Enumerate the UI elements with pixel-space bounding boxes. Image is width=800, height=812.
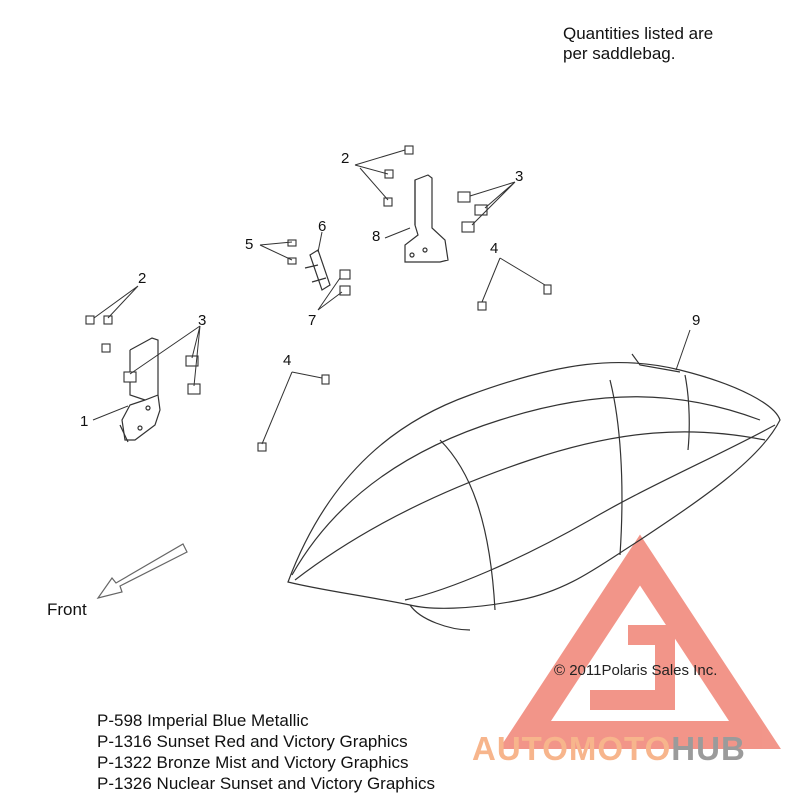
callout-9: 9 — [692, 312, 701, 329]
bracket-8 — [404, 174, 449, 263]
quantities-note: Quantities listed are per saddlebag. — [563, 24, 713, 64]
part-number-list: P-598 Imperial Blue Metallic P-1316 Suns… — [97, 710, 435, 794]
callout-5: 5 — [245, 236, 254, 253]
clip-6 — [304, 249, 331, 291]
callout-2-left: 2 — [138, 270, 147, 287]
leader-lines — [92, 149, 691, 445]
callout-4-right: 4 — [490, 240, 499, 257]
front-arrow-icon — [96, 543, 188, 599]
callout-2-top: 2 — [341, 150, 350, 167]
part-line: P-1316 Sunset Red and Victory Graphics — [97, 732, 408, 751]
callout-8: 8 — [372, 228, 381, 245]
part-line: P-598 Imperial Blue Metallic — [97, 711, 309, 730]
front-label: Front — [47, 600, 87, 619]
callout-3-top: 3 — [515, 168, 524, 185]
automotohub-logo-mark — [499, 534, 781, 749]
note-line-1: Quantities listed are — [563, 24, 714, 43]
watermark-text: AUTOMOTOHUB — [472, 730, 746, 768]
bracket-1 — [119, 337, 161, 443]
part-line: P-1322 Bronze Mist and Victory Graphics — [97, 753, 409, 772]
part-line: P-1326 Nuclear Sunset and Victory Graphi… — [97, 774, 435, 793]
callout-3-left: 3 — [198, 312, 207, 329]
copyright-text: © 2011Polaris Sales Inc. — [554, 662, 718, 679]
hardware — [85, 145, 552, 452]
callout-1: 1 — [80, 413, 89, 430]
saddlebag-shell — [287, 353, 781, 631]
callout-7: 7 — [308, 312, 317, 329]
watermark-part-1: AUTOMOTO — [472, 730, 672, 767]
watermark-part-2: HUB — [671, 730, 746, 767]
note-line-2: per saddlebag. — [563, 44, 676, 63]
callout-4-left: 4 — [283, 352, 292, 369]
callout-6: 6 — [318, 218, 327, 235]
